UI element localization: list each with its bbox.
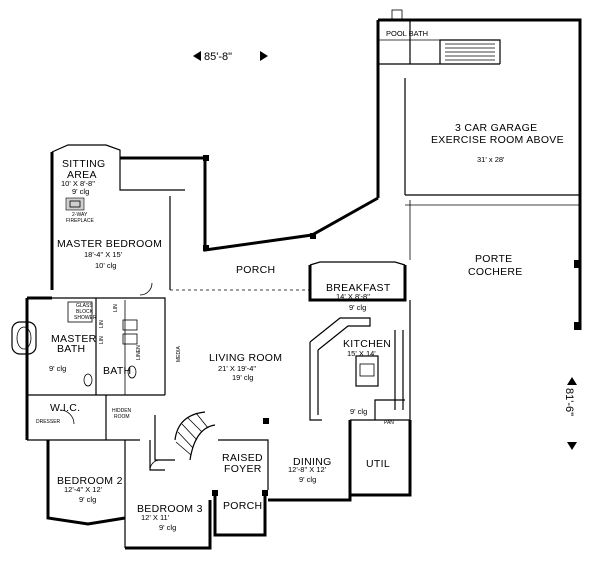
breakfast-ceiling: 9' clg: [349, 303, 366, 312]
linen-label: LINEN: [136, 345, 142, 360]
kitchen-size: 15' X 14': [347, 349, 376, 358]
width-dimension-label: 85'-8": [204, 51, 232, 63]
media-label: MEDIA: [176, 346, 182, 363]
raised-foyer-line1: RAISED: [222, 452, 263, 464]
master-bedroom-ceiling: 10' clg: [95, 261, 116, 270]
living-room-size: 21' X 19'-4": [218, 364, 256, 373]
breakfast-size: 14' X 8'-8": [336, 292, 370, 301]
porte-cochere-line1: PORTE: [475, 253, 512, 265]
sitting-area-ceiling: 9' clg: [72, 187, 89, 196]
lin-label-1: LIN: [99, 320, 105, 328]
bath-label: BATH: [103, 365, 131, 377]
foyer-stair: [174, 411, 216, 461]
sitting-area-line2: AREA: [67, 169, 97, 181]
fireplace-line2: FIREPLACE: [66, 218, 94, 224]
porte-cochere-line2: COCHERE: [468, 266, 523, 278]
hidden-room-line1: HIDDEN: [112, 408, 132, 414]
garage-label-line2: EXERCISE ROOM ABOVE: [431, 134, 564, 146]
kitchen-counters: [309, 317, 404, 421]
rear-porch-label: PORCH: [236, 264, 275, 276]
bedroom2-ceiling: 9' clg: [79, 495, 96, 504]
hidden-room-line2: ROOM: [114, 414, 130, 420]
fireplace: [65, 197, 85, 211]
master-bedroom-label: MASTER BEDROOM: [57, 238, 162, 250]
bedroom3-ceiling: 9' clg: [159, 523, 176, 532]
living-room-label: LIVING ROOM: [209, 352, 282, 364]
kitchen-label: KITCHEN: [343, 338, 391, 350]
dresser-label: DRESSER: [36, 419, 61, 425]
shower-line3: SHOWER: [74, 315, 97, 321]
master-bath-ceiling: 9' clg: [49, 364, 66, 373]
master-bedroom-size: 18'-4" X 15': [84, 250, 123, 259]
front-porch-label: PORCH: [223, 500, 262, 512]
garage-label-line1: 3 CAR GARAGE: [455, 122, 537, 134]
garage-size: 31' x 28': [477, 155, 505, 164]
dining-ceiling: 9' clg: [299, 475, 316, 484]
shower-line2: BLOCK: [76, 309, 94, 315]
sitting-area-line1: SITTING: [62, 158, 106, 170]
bedroom2-size: 12'-4" X 12': [64, 485, 103, 494]
raised-foyer-line2: FOYER: [224, 463, 262, 475]
door-swings: [59, 282, 310, 471]
breakfast-label: BREAKFAST: [326, 282, 391, 294]
dining-label: DINING: [293, 456, 332, 468]
depth-dimension-label: 81'-6": [563, 388, 575, 416]
pool-bath-label: POOL BATH: [386, 29, 428, 38]
garage-stair: [445, 43, 495, 61]
kitchen-ceiling: 9' clg: [350, 407, 367, 416]
pan-label: PAN: [384, 420, 394, 426]
lin-label-3: LIN: [113, 304, 119, 312]
shower-line1: GLASS: [76, 303, 93, 309]
living-room-ceiling: 19' clg: [232, 373, 253, 382]
width-dimension: 85'-8": [193, 51, 268, 63]
dining-size: 12'-8" X 12': [288, 465, 327, 474]
bedroom2-label: BEDROOM 2: [57, 475, 123, 487]
lin-label-2: LIN: [99, 336, 105, 344]
exterior-walls: [25, 18, 582, 550]
utility-label: UTIL: [366, 458, 390, 470]
sitting-area-size: 10' X 8'-8": [61, 179, 95, 188]
bedroom3-label: BEDROOM 3: [137, 503, 203, 515]
master-bath-line2: BATH: [57, 343, 85, 355]
bath-fixtures: [11, 9, 403, 387]
depth-dimension: 81'-6": [563, 377, 577, 450]
master-bath-line1: MASTER: [51, 333, 97, 345]
wic-label: W.I.C.: [50, 402, 80, 414]
bedroom3-size: 12' X 11': [141, 513, 170, 522]
fireplace-line1: 2-WAY: [72, 212, 88, 218]
